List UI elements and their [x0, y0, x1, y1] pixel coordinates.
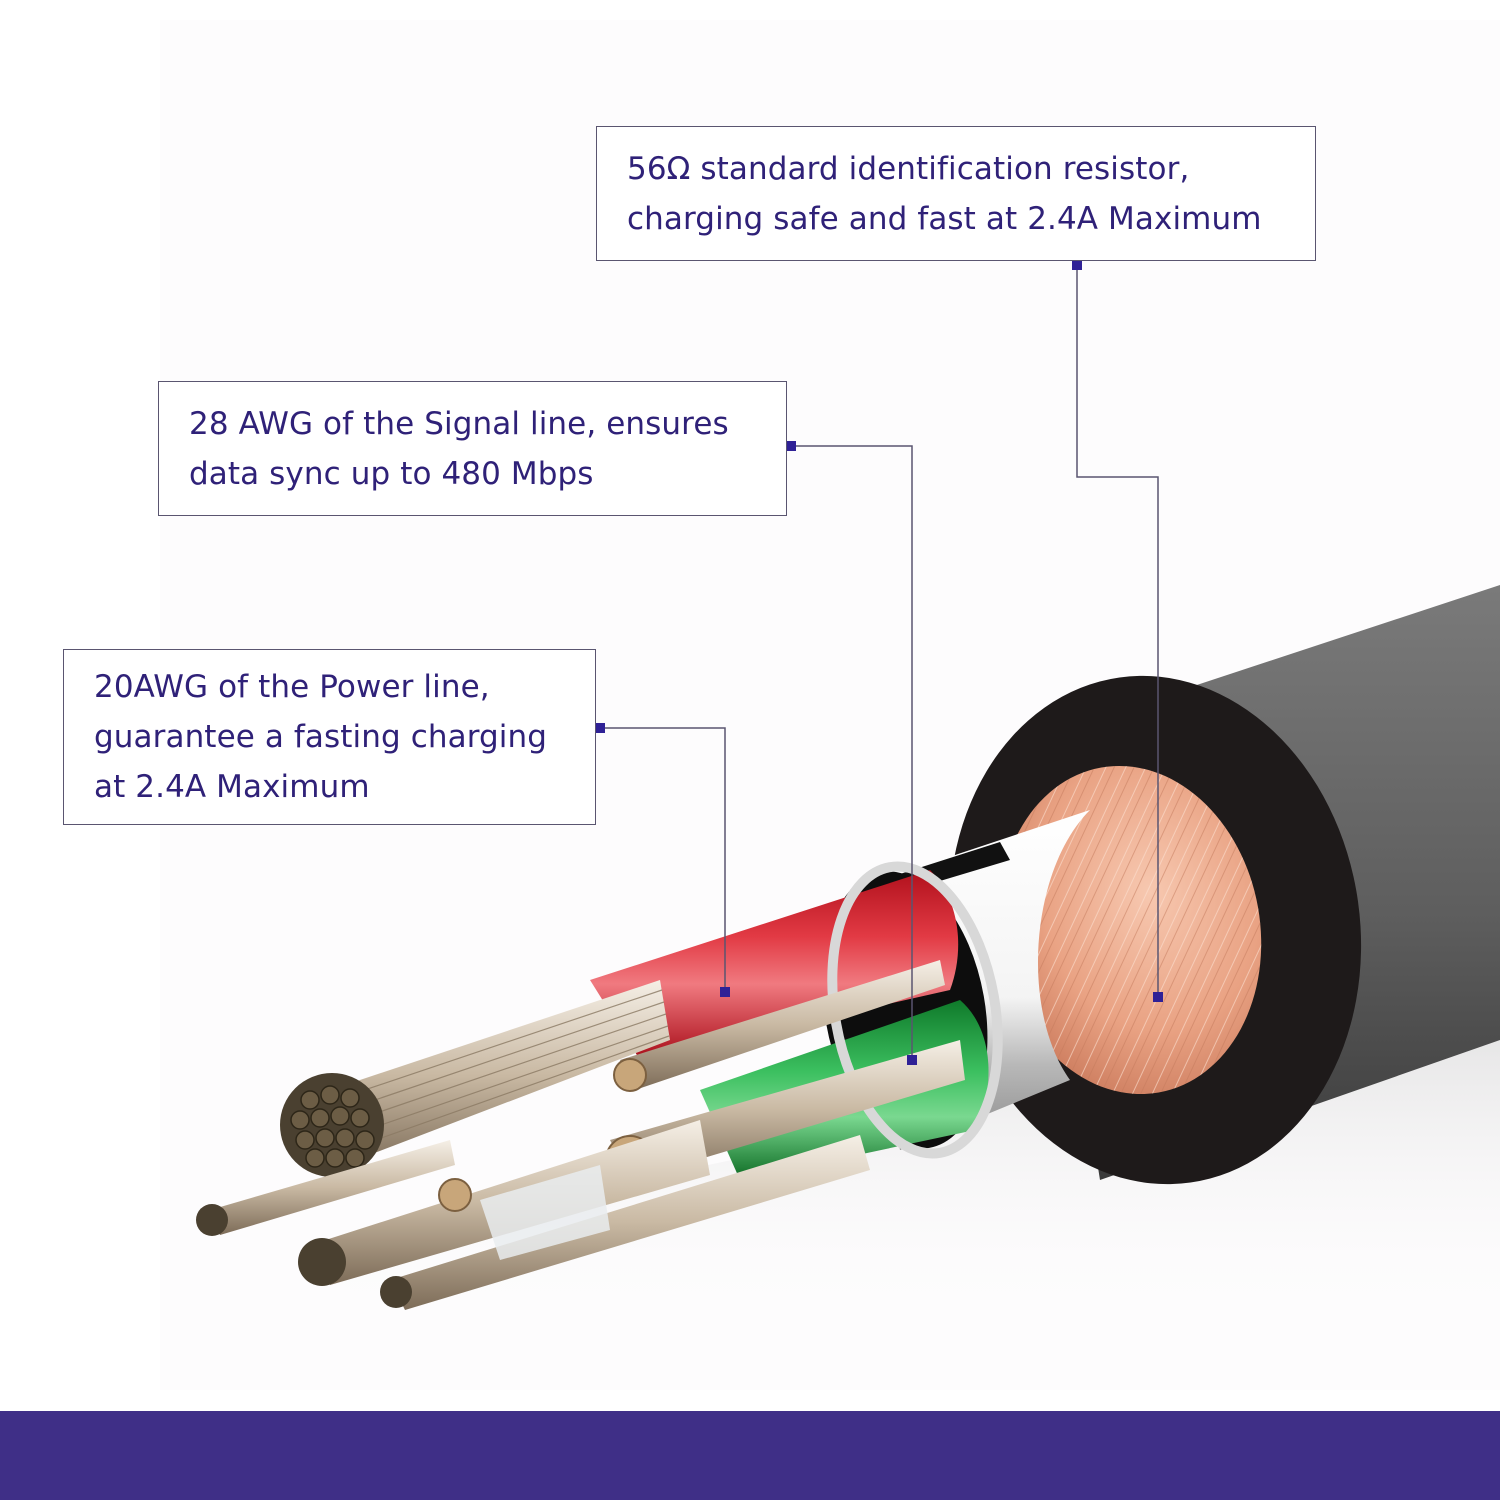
footer-bar: [0, 1411, 1500, 1500]
marker-resistor-top: [1072, 260, 1082, 270]
ground-conductor-strands: [196, 1120, 870, 1310]
callout-signal-line-1: 28 AWG of the Signal line, ensures: [189, 405, 729, 442]
marker-power-start: [595, 723, 605, 733]
callout-resistor: 56Ω standard identification resistor, ch…: [596, 126, 1316, 261]
marker-resistor-end: [1153, 992, 1163, 1002]
red-power-wire: [590, 870, 959, 1060]
leader-line-power: [600, 727, 726, 992]
callout-power-line-1: 20AWG of the Power line,: [94, 669, 490, 705]
callout-signal-line-2: data sync up to 480 Mbps: [189, 455, 594, 492]
marker-signal-start: [786, 441, 796, 451]
callout-power-line-3: at 2.4A Maximum: [94, 769, 370, 805]
callout-power: 20AWG of the Power line, guarantee a fas…: [63, 649, 596, 825]
marker-signal-end: [907, 1055, 917, 1065]
callout-signal: 28 AWG of the Signal line, ensures data …: [158, 381, 787, 516]
callout-power-line-2: guarantee a fasting charging: [94, 719, 548, 755]
callout-resistor-line-1: 56Ω standard identification resistor,: [627, 150, 1190, 187]
leader-line-resistor: [1076, 265, 1159, 997]
leader-line-signal: [787, 445, 913, 1060]
callout-resistor-line-2: charging safe and fast at 2.4A Maximum: [627, 200, 1262, 237]
marker-power-end: [720, 987, 730, 997]
power-conductor-strands: [280, 980, 670, 1177]
